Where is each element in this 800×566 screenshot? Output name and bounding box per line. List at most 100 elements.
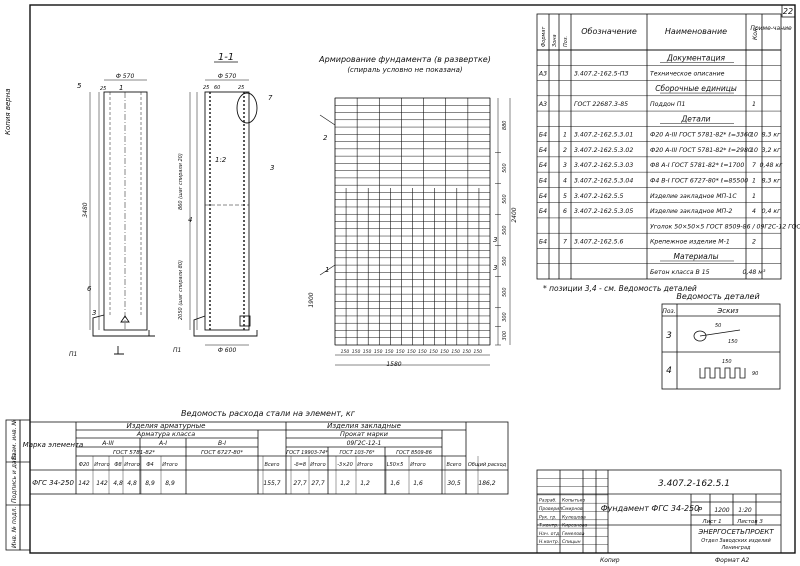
front-callout-5: 5	[77, 82, 82, 90]
steel-size-header: Итого	[124, 462, 139, 468]
tb-person: Смирнов	[562, 506, 583, 512]
steel-subgroup-rolled: Прокат марки	[340, 430, 388, 438]
unroll-total-width: 1580	[386, 361, 401, 368]
steel-size-header: Итого	[162, 462, 177, 468]
left-margin: Копия верна Инв. № подл. Подпись и дата …	[4, 88, 31, 551]
steel-subgroup-rebar: Арматура класса	[136, 430, 195, 438]
steel-row-value: 30,5	[447, 480, 461, 487]
spec-row-note: 0,4 кг	[762, 208, 782, 215]
steel-row-value: 4,8	[127, 480, 137, 487]
tb-role: Нач. отд.	[539, 531, 561, 537]
doc-city: Ленинград	[721, 545, 751, 551]
tb-role: Проверил	[539, 506, 562, 512]
spec-row-qty: 1	[752, 178, 756, 185]
unroll-right-total: 2400	[511, 207, 518, 222]
steel-row-value: 4,8	[113, 480, 123, 487]
doc-stage: Р	[698, 506, 703, 514]
grid-bottom-dim: 150	[385, 349, 394, 355]
section-title: 1-1	[218, 52, 234, 63]
spec-row-fmt: Б4	[539, 178, 547, 185]
steel-gost-103: ГОСТ 103-76*	[339, 450, 375, 456]
grid-bottom-dim: 150	[451, 349, 460, 355]
steel-size-header: Итого	[310, 462, 325, 468]
steel-row-value: 8,9	[145, 480, 155, 487]
spec-header-name: Наименование	[665, 27, 727, 36]
steel-size-header: Всего	[447, 462, 462, 468]
tb-person: Кулешова	[562, 514, 586, 520]
unroll-subtitle: (спираль условно не показана)	[347, 66, 463, 74]
spec-header-note: Приме-чание	[750, 25, 792, 32]
grid-right-dim: 880	[502, 121, 508, 131]
spec-row-fmt: Б4	[539, 239, 547, 246]
spec-row-pos: 3	[563, 162, 567, 169]
spec-header-zone: Зона	[552, 34, 558, 47]
details-title: Ведомость деталей	[676, 292, 759, 301]
tb-role: Т.контр.	[539, 523, 559, 529]
steel-row-value: 1,6	[413, 480, 423, 487]
section-dim-600: Ф 600	[218, 347, 237, 354]
section-callout-7: 7	[268, 94, 273, 102]
details-row-4-dim-a: 90	[752, 371, 758, 377]
grid-bottom-dim: 150	[341, 349, 350, 355]
steel-size-header: Ф4	[146, 462, 154, 468]
section-callout-p1: П1	[173, 347, 181, 354]
tb-role: Разраб.	[539, 498, 557, 504]
spec-row-designation: 3.407.2-162.5.3.03	[574, 162, 633, 169]
steel-size-header: Итого	[357, 462, 372, 468]
steel-row-header: Марка элемента	[23, 441, 84, 449]
sheet-number-box	[781, 4, 796, 18]
spec-row-pos: 6	[563, 208, 567, 215]
steel-row-value: 142	[78, 480, 90, 487]
grid-right-dim: 500	[502, 163, 508, 173]
grid-bottom-dim: 150	[363, 349, 372, 355]
details-header-pos: Поз.	[662, 308, 675, 315]
spec-row-name: Детали	[680, 114, 710, 123]
steel-group-rebar: Изделия арматурные	[127, 422, 206, 430]
doc-sheets: Листов 3	[736, 519, 763, 525]
steel-row-value: 1,6	[390, 480, 400, 487]
spec-row-fmt: Б4	[539, 208, 547, 215]
doc-sheet: Лист 1	[701, 519, 721, 525]
details-row-4-pos: 4	[666, 366, 672, 376]
section-view	[189, 79, 258, 346]
doc-name: Фундамент ФГС 34-250	[601, 504, 699, 513]
grid-bottom-dim: 150	[407, 349, 416, 355]
spec-row-pos: 5	[563, 193, 567, 200]
steel-row-value: 27,7	[311, 480, 325, 487]
unroll-title: Армирование фундамента (в развертке)	[318, 55, 491, 64]
spec-row-designation: 3.407.2-162.5.3.01	[574, 132, 633, 139]
steel-row-value: 27,7	[293, 480, 307, 487]
steel-gost-8509: ГОСТ 8509-86	[396, 450, 432, 456]
spec-row-note: 8,3 кг	[762, 178, 782, 185]
tb-person: Спицын	[562, 539, 581, 545]
details-row-3-dim-a: 50	[715, 323, 721, 329]
spec-row-name: Ф4 В-I ГОСТ 6727-80* ℓ=85500	[650, 178, 748, 185]
grid-bottom-dim: 150	[474, 349, 483, 355]
spec-row-fmt: Б4	[539, 162, 547, 169]
unroll-callout-3a: 3	[493, 236, 497, 244]
spec-row-pos: 2	[563, 147, 567, 154]
steel-table-columns: Ф20142Итого142Ф84,8Итого4,8Ф48,9Итого8,9…	[78, 456, 507, 494]
spec-row-pos: 7	[563, 239, 567, 246]
grid-bottom-dim: 150	[440, 349, 449, 355]
grid-right-dim: 300	[502, 331, 508, 341]
tb-person: Кирсанова	[562, 523, 588, 529]
front-callout-p1: П1	[69, 351, 77, 358]
stamp-inv: Инв. № подл.	[11, 507, 18, 548]
spec-row-name: Материалы	[674, 252, 719, 261]
spec-row-qty: 4	[752, 208, 756, 215]
grid-bottom-dim: 150	[396, 349, 405, 355]
doc-mass: 1200	[714, 507, 729, 514]
section-callout-4: 4	[188, 216, 192, 224]
spec-row-qty: 1	[752, 193, 756, 200]
doc-org-sub: Отдел Заводских изделий	[701, 538, 771, 544]
sheet-number: 22	[783, 7, 793, 16]
section-dim-60: 60	[214, 85, 220, 91]
spec-row-qty: 0,48 м³	[743, 269, 766, 276]
spec-row-qty: 10	[750, 147, 758, 154]
doc-scale: 1:20	[738, 507, 752, 514]
spec-header-designation: Обозначение	[581, 27, 637, 36]
spec-row-name: Ф20 А-III ГОСТ 5781-82* ℓ=2980	[650, 147, 752, 154]
